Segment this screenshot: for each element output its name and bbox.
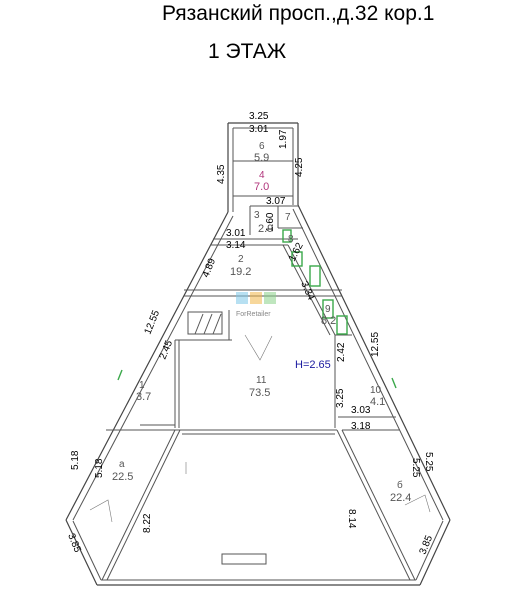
room-number: a <box>119 459 125 470</box>
dim-right-525-inner: 5.25 <box>410 458 421 478</box>
room-area: 73.5 <box>249 387 270 399</box>
room-number: 4 <box>259 170 265 181</box>
address-title: Рязанский просп.,д.32 кор.1 <box>162 2 435 25</box>
dim-right-525-outer: 5.25 <box>423 452 434 472</box>
windows <box>117 229 397 389</box>
dim-w-301: 3.01 <box>226 228 246 239</box>
room-number: б <box>397 479 403 491</box>
room-area: 22.4 <box>390 492 411 504</box>
room-labels: 6 5.9 4 7.0 3 2.9 7 8 2 19.2 9 8.2 1 3.7… <box>112 141 411 504</box>
dim-tower-left: 4.35 <box>216 164 227 184</box>
interior-walls <box>101 160 416 581</box>
height-label: H=2.65 <box>295 359 331 371</box>
dim-w-303: 3.03 <box>351 405 371 416</box>
dim-d-822: 8.22 <box>142 513 153 533</box>
floor-title: 1 ЭТАЖ <box>208 40 287 63</box>
stair-fixture <box>187 311 223 335</box>
room-area: 4.1 <box>370 396 385 408</box>
room-number: 9 <box>325 304 331 315</box>
outer-walls <box>65 122 451 586</box>
diagonal-marker <box>244 334 273 361</box>
dim-left-518-inner: 5.18 <box>94 458 105 478</box>
dim-d-334: 3.34 <box>298 280 316 303</box>
dim-w-314: 3.14 <box>226 240 246 251</box>
room-area: 2.9 <box>258 223 273 235</box>
dim-top-width-outer: 3.25 <box>249 111 269 122</box>
dim-w-307: 3.07 <box>266 196 286 207</box>
room-number: 10 <box>370 385 382 396</box>
room-area: 19.2 <box>230 266 251 278</box>
dim-w-318: 3.18 <box>351 421 371 432</box>
room-area: 7.0 <box>254 181 269 193</box>
dim-left-1255: 12.55 <box>143 308 163 336</box>
dim-v-325: 3.25 <box>335 388 346 408</box>
room-area: 5.9 <box>254 152 269 164</box>
dim-right-242: 2.42 <box>336 342 347 362</box>
room-number: 1 <box>139 380 145 391</box>
room-area: 22.5 <box>112 471 133 483</box>
dim-tower-right: 1.97 <box>278 129 289 149</box>
room-area: 8.2 <box>321 315 336 327</box>
room-area: 3.7 <box>136 391 151 403</box>
fixture-right <box>404 494 431 513</box>
dim-d-814: 8.14 <box>346 509 357 529</box>
dimension-labels: 3.25 3.01 1.97 4.35 4.25 3.07 1.60 3.01 … <box>65 111 435 556</box>
dim-top-width-inner: 3.01 <box>249 124 269 135</box>
room-number: 6 <box>259 141 265 152</box>
room-number: 7 <box>285 212 291 223</box>
dim-left-518-outer: 5.18 <box>70 450 81 470</box>
room-number: 3 <box>254 210 260 221</box>
fixture-left <box>89 499 113 523</box>
room-number: 8 <box>288 234 294 245</box>
watermark-text: ForRetailer <box>236 311 271 318</box>
room-number: 11 <box>256 375 267 386</box>
dim-right-1255: 12.55 <box>370 332 381 357</box>
dim-right-425: 4.25 <box>294 157 305 177</box>
watermark-logo <box>236 292 276 304</box>
room-number: 2 <box>238 254 244 265</box>
dim-v-160: 1.60 <box>265 212 276 232</box>
